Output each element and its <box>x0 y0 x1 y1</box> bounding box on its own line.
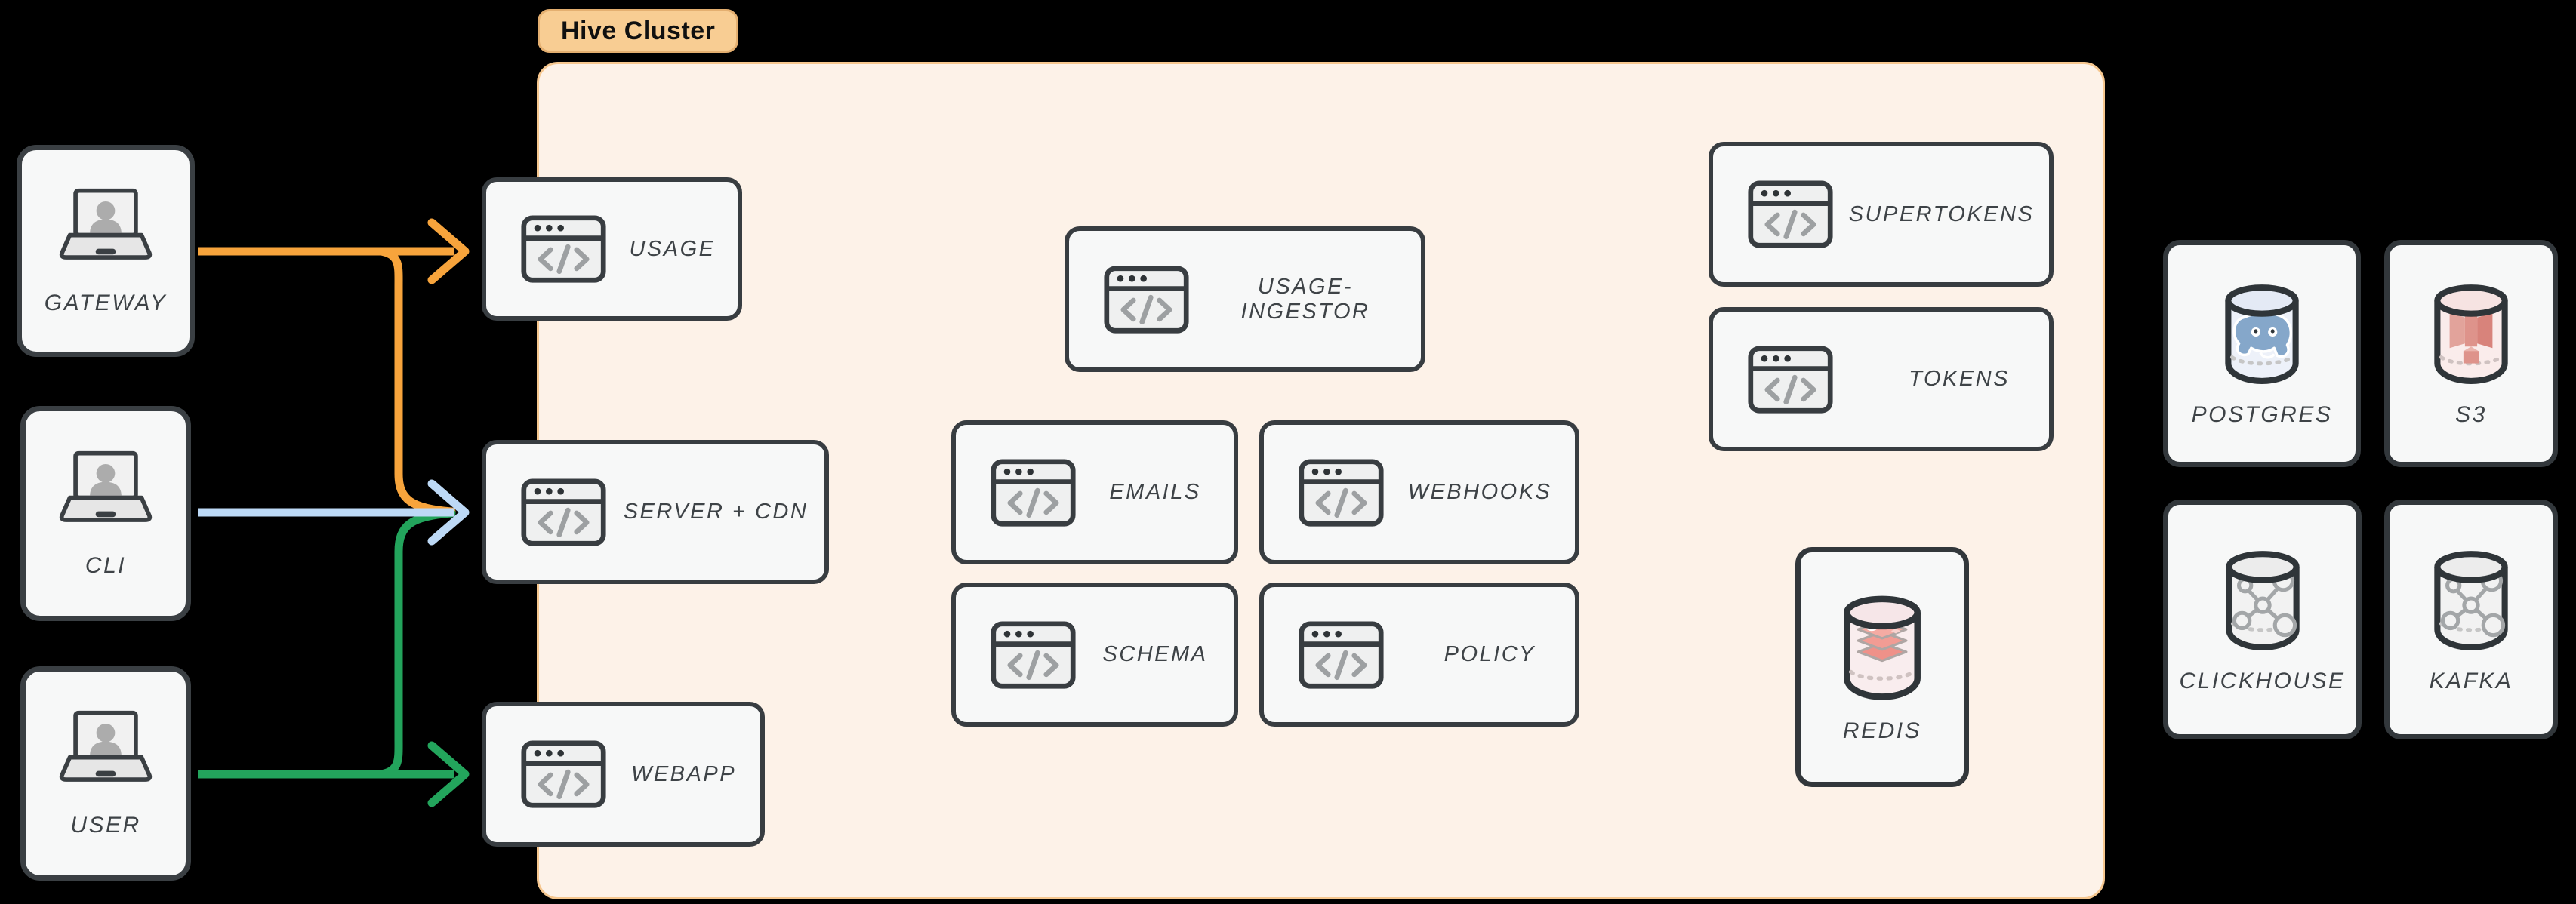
laptop-user-icon <box>48 449 163 535</box>
node-clickhouse: CLICKHOUSE <box>2163 500 2362 739</box>
node-webapp: WEBAPP <box>482 702 765 847</box>
node-policy-label: POLICY <box>1444 642 1536 666</box>
code-window-icon <box>990 458 1077 527</box>
node-supertokens-label: SUPERTOKENS <box>1848 201 2035 226</box>
node-usage-ingestor-label: USAGE-INGESTOR <box>1240 274 1370 324</box>
arrow-gateway-usage <box>198 218 470 284</box>
node-schema-label: SCHEMA <box>1102 642 1208 666</box>
kafka-database-icon <box>2421 546 2521 653</box>
node-redis: REDIS <box>1795 547 1969 787</box>
node-supertokens: SUPERTOKENS <box>1709 142 2054 287</box>
node-cli-label: CLI <box>85 552 127 578</box>
node-user: USER <box>20 666 191 881</box>
node-usage: USAGE <box>482 177 742 321</box>
laptop-user-icon <box>48 709 163 795</box>
node-postgres: POSTGRES <box>2163 240 2361 467</box>
node-kafka-label: KAFKA <box>2429 668 2513 693</box>
node-cli: CLI <box>20 406 191 621</box>
node-user-label: USER <box>70 813 141 838</box>
node-s3-label: S3 <box>2455 402 2487 427</box>
node-server-cdn-label: SERVER + CDN <box>623 500 809 524</box>
node-kafka: KAFKA <box>2384 500 2558 739</box>
code-window-icon <box>520 478 607 547</box>
node-tokens-label: TOKENS <box>1909 367 2010 391</box>
node-webhooks: WEBHOOKS <box>1259 420 1579 564</box>
clickhouse-database-icon <box>2213 546 2313 653</box>
arrow-user-server-cdn <box>377 509 456 779</box>
node-redis-label: REDIS <box>1842 718 1922 743</box>
s3-database-icon <box>2421 279 2521 387</box>
node-schema: SCHEMA <box>951 583 1238 727</box>
node-emails-label: EMAILS <box>1109 480 1201 504</box>
node-webhooks-label: WEBHOOKS <box>1407 480 1552 504</box>
hive-cluster-badge: Hive Cluster <box>538 9 739 53</box>
node-usage-label: USAGE <box>629 236 716 261</box>
node-postgres-label: POSTGRES <box>2191 402 2333 427</box>
postgres-database-icon <box>2212 279 2312 387</box>
arrow-cli-server-cdn <box>198 479 470 546</box>
code-window-icon <box>990 620 1077 690</box>
node-usage-ingestor: USAGE-INGESTOR <box>1065 226 1425 372</box>
redis-database-icon <box>1830 590 1934 703</box>
code-window-icon <box>1103 265 1190 334</box>
hive-cluster-badge-label: Hive Cluster <box>561 16 716 45</box>
laptop-user-icon <box>48 186 163 272</box>
code-window-icon <box>1747 345 1834 414</box>
node-s3: S3 <box>2384 240 2558 467</box>
arrow-user-webapp <box>198 741 470 807</box>
code-window-icon <box>1298 458 1385 527</box>
node-server-cdn: SERVER + CDN <box>482 440 829 584</box>
node-tokens: TOKENS <box>1709 307 2054 451</box>
code-window-icon <box>1298 620 1385 690</box>
node-gateway-label: GATEWAY <box>44 290 168 315</box>
node-gateway: GATEWAY <box>17 145 195 357</box>
node-clickhouse-label: CLICKHOUSE <box>2179 668 2346 693</box>
arrow-gateway-server-cdn <box>377 247 456 516</box>
code-window-icon <box>520 739 607 809</box>
node-webapp-label: WEBAPP <box>630 761 737 786</box>
node-emails: EMAILS <box>951 420 1238 564</box>
node-policy: POLICY <box>1259 583 1579 727</box>
code-window-icon <box>520 214 607 284</box>
code-window-icon <box>1747 180 1834 249</box>
